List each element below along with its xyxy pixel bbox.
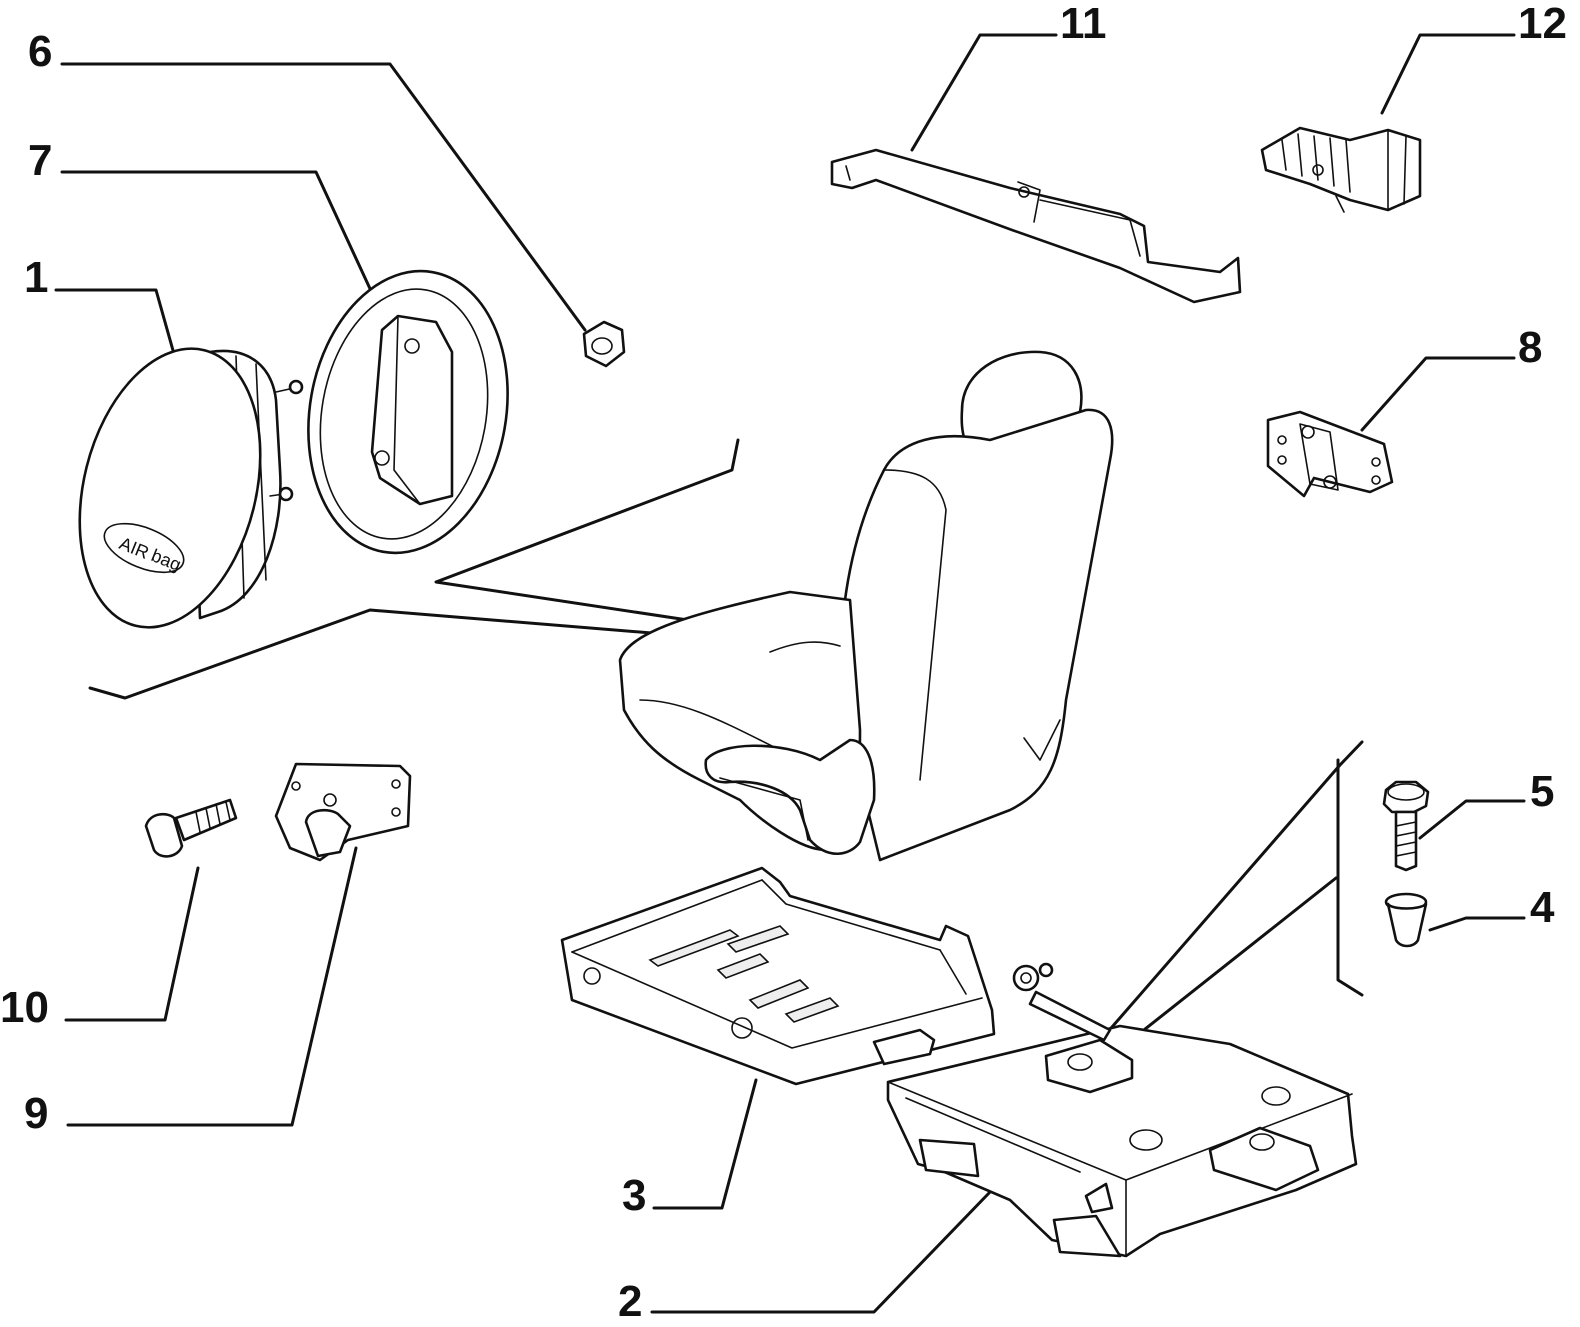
bolt-10	[144, 798, 238, 858]
callout-7: 7	[28, 136, 52, 185]
airbag-module: AIR bag	[78, 347, 304, 629]
callout-9: 9	[24, 1089, 48, 1138]
callout-5: 5	[1530, 767, 1554, 816]
leader-11	[910, 33, 1058, 152]
seat-rail-cover	[830, 148, 1242, 304]
leader-12	[1380, 33, 1516, 115]
callout-2: 2	[618, 1277, 642, 1326]
leader-3	[652, 1078, 758, 1210]
bracket-right	[1266, 410, 1394, 498]
leader-airbag-group-upper	[434, 438, 822, 642]
callout-11: 11	[1060, 0, 1107, 48]
callout-12: 12	[1518, 0, 1567, 48]
leader-airbag-group	[88, 608, 837, 700]
seat-tray	[560, 866, 996, 1086]
callout-8: 8	[1518, 323, 1542, 372]
leader-4	[1428, 916, 1526, 932]
airbag-cover	[78, 347, 262, 629]
leader-9	[66, 846, 358, 1127]
seat	[618, 350, 1114, 862]
connector-clip	[1260, 126, 1422, 213]
bushing	[1384, 892, 1428, 948]
callout-10: 10	[0, 983, 49, 1032]
leader-2	[650, 1190, 992, 1314]
leader-bolts-group-b	[1336, 758, 1364, 997]
seat-adjuster-base	[886, 962, 1358, 1258]
bracket-left	[274, 762, 412, 862]
leader-1	[54, 288, 176, 356]
leader-5	[1418, 799, 1526, 840]
flange-bolt	[1382, 780, 1430, 872]
leader-6	[60, 62, 587, 332]
callout-1: 1	[24, 253, 48, 302]
leader-10	[64, 866, 200, 1022]
leader-7	[60, 170, 374, 295]
callout-6: 6	[28, 27, 52, 76]
leader-8	[1360, 356, 1516, 432]
callout-3: 3	[622, 1171, 646, 1220]
nut	[582, 320, 626, 368]
callout-4: 4	[1530, 883, 1555, 932]
airbag-housing	[307, 269, 509, 555]
leader-bolts-group-a	[1090, 740, 1364, 1052]
